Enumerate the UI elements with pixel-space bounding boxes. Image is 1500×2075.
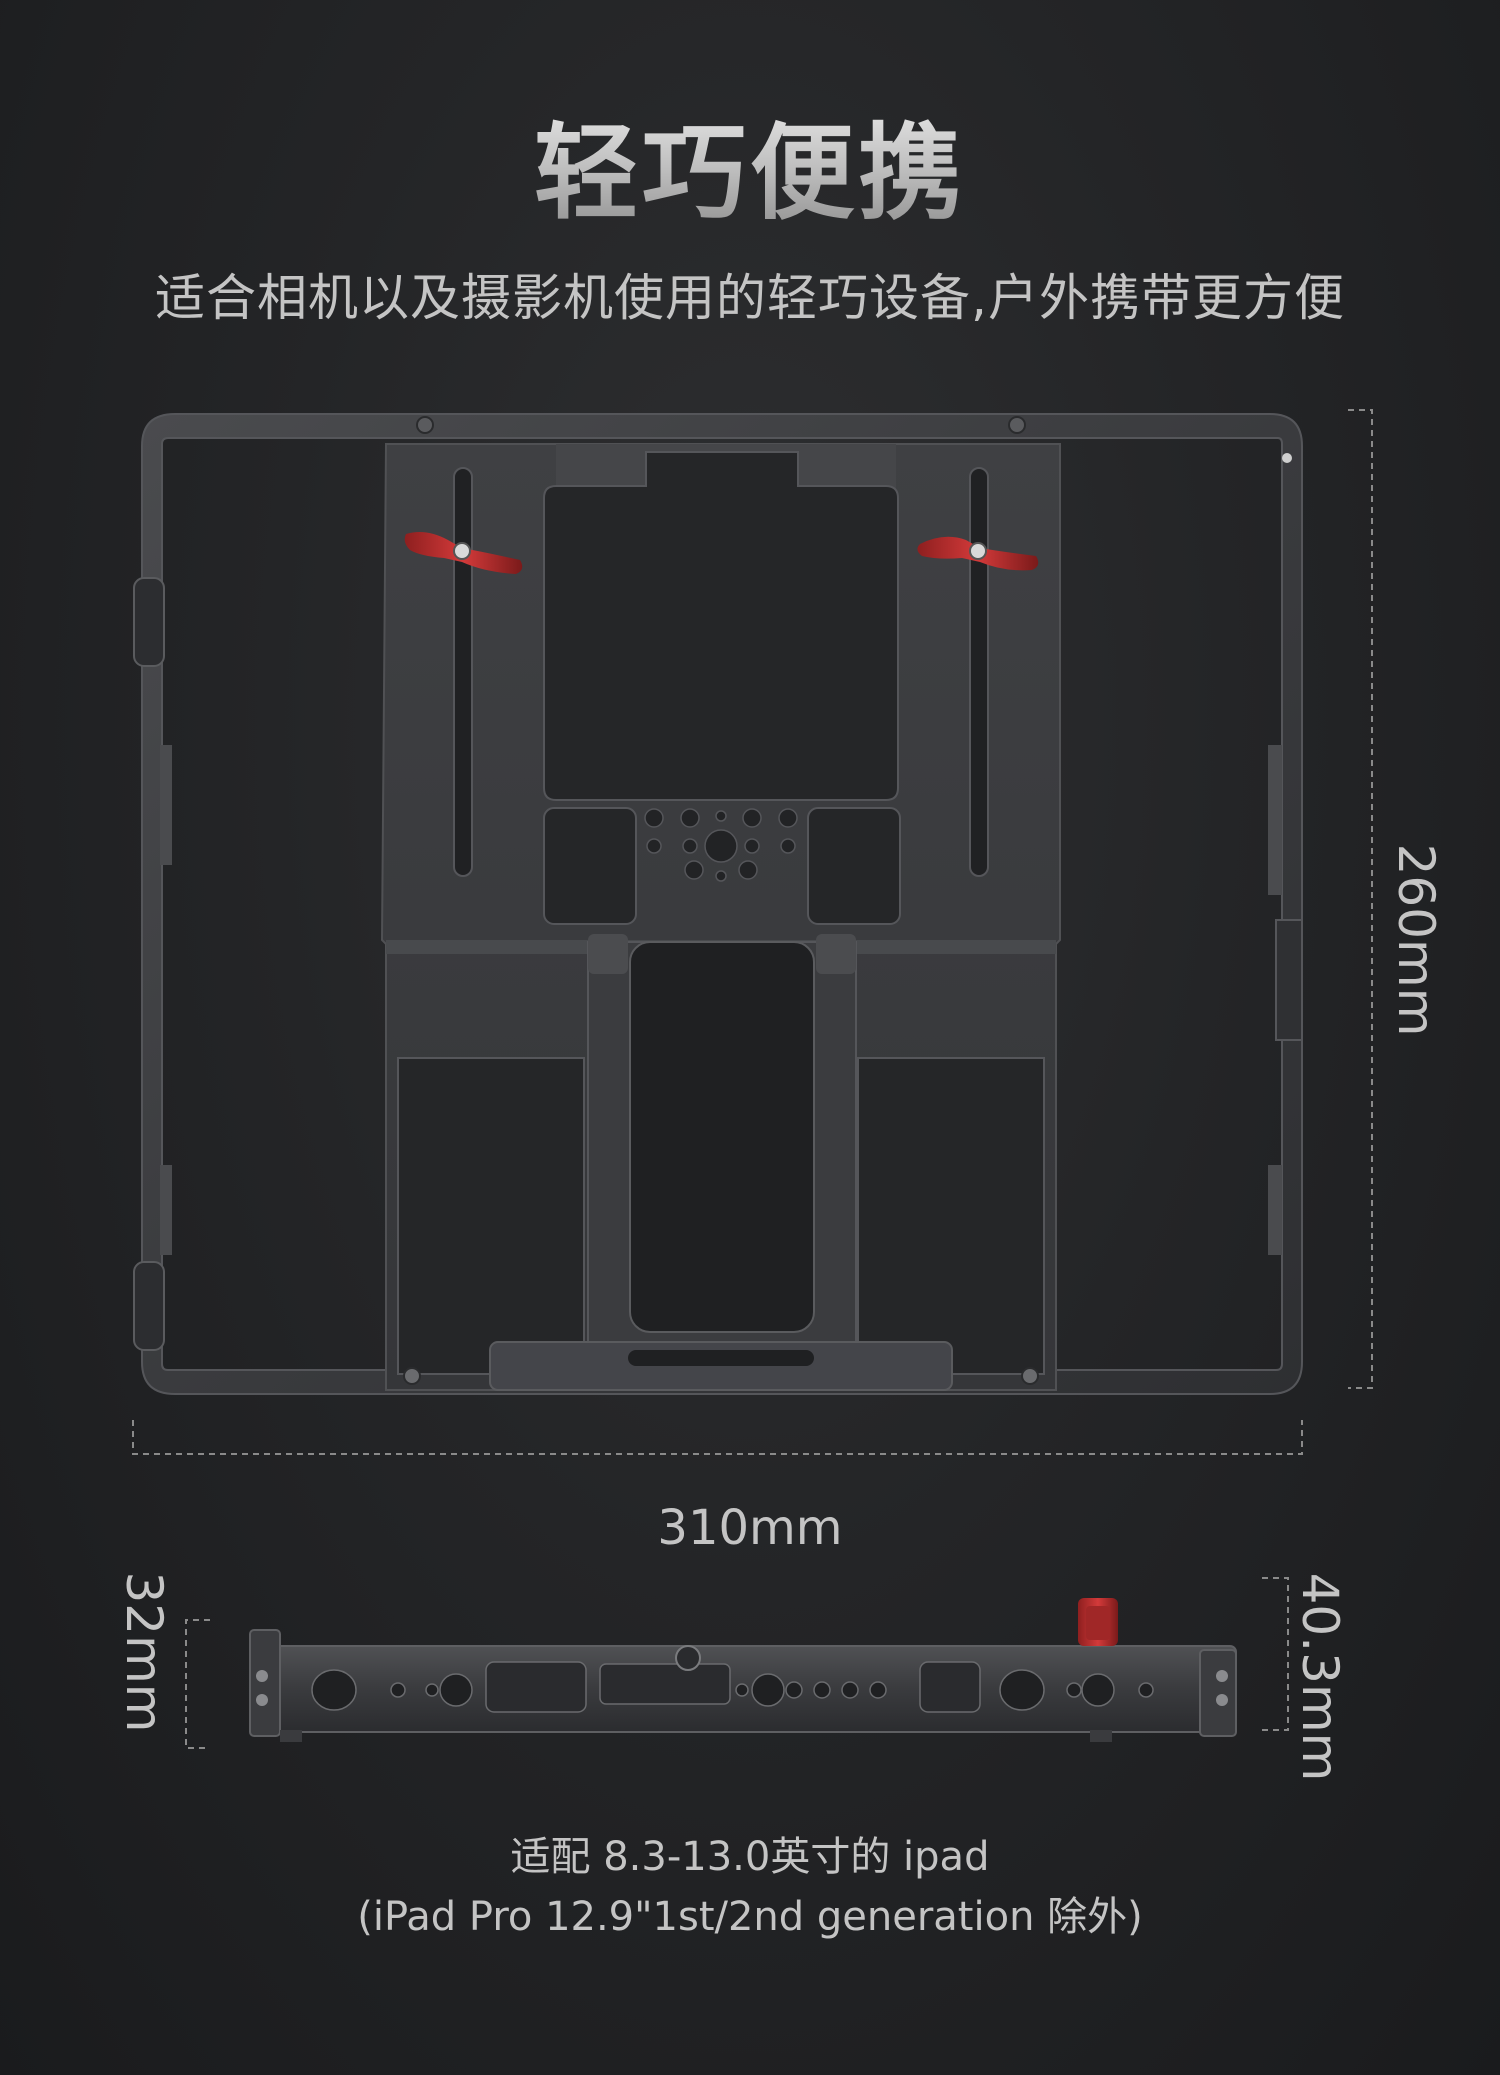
page-subtitle: 适合相机以及摄影机使用的轻巧设备,户外携带更方便 bbox=[155, 269, 1345, 327]
side-right-endcap bbox=[1199, 1649, 1237, 1737]
right-rail-low bbox=[1268, 1165, 1282, 1255]
compatibility-line-2: (iPad Pro 12.9"1st/2nd generation 除外) bbox=[357, 1894, 1143, 1940]
cage-side-profile bbox=[249, 1598, 1237, 1742]
kickstand-base-slot bbox=[628, 1350, 814, 1366]
right-rail-slot bbox=[1275, 919, 1303, 1041]
mounting-holes bbox=[644, 808, 798, 882]
left-grip-upper bbox=[133, 577, 165, 667]
top-screw-right bbox=[1008, 416, 1026, 434]
corner-screw bbox=[1282, 453, 1292, 463]
dimension-lines-side bbox=[185, 1577, 1289, 1749]
dimension-thickness-min: 32mm bbox=[115, 1571, 173, 1733]
dimension-thickness-max: 40.3mm bbox=[1291, 1572, 1349, 1782]
bottom-screw-left bbox=[403, 1367, 421, 1385]
kickstand-cutout bbox=[629, 941, 815, 1333]
cage-outer-frame bbox=[141, 413, 1303, 1395]
right-rail-mid bbox=[1268, 745, 1282, 895]
plate-cutout-right bbox=[807, 807, 901, 925]
lower-window-left bbox=[397, 1057, 585, 1375]
compatibility-line-1: 适配 8.3-13.0英寸的 ipad bbox=[510, 1834, 990, 1880]
left-rail-mid bbox=[160, 745, 172, 865]
cage-top-view bbox=[133, 413, 1303, 1395]
left-rail-low bbox=[160, 1165, 172, 1255]
kickstand-hinge-right bbox=[816, 934, 856, 974]
wing-knob-right[interactable] bbox=[917, 536, 1039, 571]
bottom-screw-right bbox=[1021, 1367, 1039, 1385]
slot-left bbox=[453, 467, 473, 877]
kickstand-hinge-left bbox=[588, 934, 628, 974]
dimension-width: 310mm bbox=[657, 1500, 843, 1556]
wing-knob-left[interactable] bbox=[404, 532, 523, 574]
side-left-endcap bbox=[249, 1629, 281, 1737]
page-title: 轻巧便携 bbox=[0, 88, 1500, 239]
lower-window-right bbox=[857, 1057, 1045, 1375]
plate-cutout-left bbox=[543, 807, 637, 925]
dimension-lines-top bbox=[132, 409, 1373, 1455]
dimension-height: 260mm bbox=[1387, 843, 1445, 1037]
top-screw-left bbox=[416, 416, 434, 434]
plate-upper-cutout bbox=[543, 451, 899, 801]
left-grip-lower bbox=[133, 1261, 165, 1351]
slot-right bbox=[969, 467, 989, 877]
